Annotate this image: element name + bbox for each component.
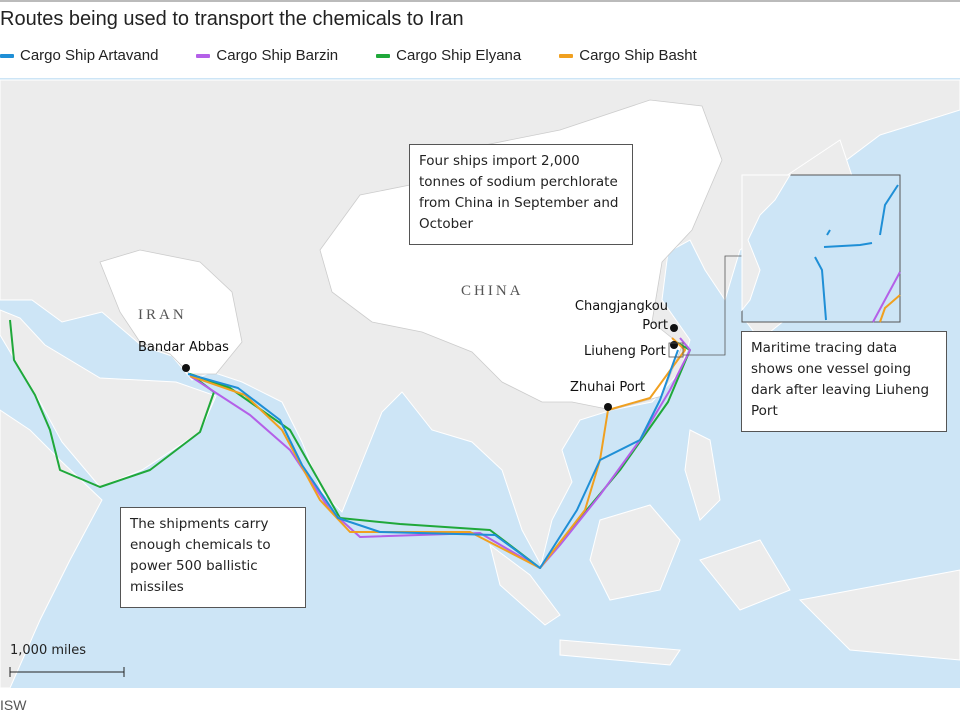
port-label-liuheng: Liuheng Port: [584, 344, 666, 359]
legend-swatch: [559, 53, 574, 58]
inset-route-basht: [879, 294, 901, 323]
land-africa: [0, 409, 103, 688]
inset-route: [826, 229, 831, 236]
port-label-changjiangkou: Changjangkou Port: [574, 299, 668, 333]
route-artavand: [187, 349, 679, 569]
legend: Cargo Ship Artavand Cargo Ship Barzin Ca…: [0, 47, 735, 64]
legend-swatch: [196, 53, 211, 58]
chart-title: Routes being used to transport the chemi…: [0, 8, 464, 30]
land-philippines: [684, 429, 721, 521]
country-label-iran: IRAN: [138, 307, 187, 323]
inset-route: [823, 242, 873, 248]
legend-item-barzin: Cargo Ship Barzin: [196, 47, 338, 64]
port-label-zhuhai: Zhuhai Port: [570, 380, 646, 395]
legend-swatch: [376, 53, 391, 58]
annotation-shipments: The shipments carry enough chemicals to …: [120, 507, 306, 608]
land-iran: [99, 249, 243, 375]
source-credit: ISW: [0, 697, 27, 713]
land-sumatra: [489, 543, 561, 626]
country-label-china: CHINA: [461, 283, 524, 299]
port-marker-bandar-abbas: [182, 364, 190, 372]
legend-item-artavand: Cargo Ship Artavand: [0, 47, 158, 64]
scale-label: 1,000 miles: [10, 643, 87, 658]
inset-map: [741, 174, 901, 323]
legend-item-elyana: Cargo Ship Elyana: [376, 47, 521, 64]
inset-route: [814, 256, 827, 321]
annotation-china: Four ships import 2,000 tonnes of sodium…: [409, 144, 633, 245]
land-borneo: [589, 504, 681, 601]
port-marker-changjiangkou: [670, 324, 678, 332]
port-marker-zhuhai: [604, 403, 612, 411]
land-indonesia-east: [559, 539, 960, 666]
legend-label: Cargo Ship Artavand: [20, 47, 159, 64]
legend-label: Cargo Ship Elyana: [396, 47, 522, 64]
inset-route: [879, 184, 899, 236]
scale-bar: [9, 667, 125, 677]
legend-label: Cargo Ship Basht: [579, 47, 697, 64]
inset-route-barzin: [872, 271, 901, 323]
legend-item-basht: Cargo Ship Basht: [559, 47, 697, 64]
inset-land: [741, 174, 791, 312]
port-label-bandar-abbas: Bandar Abbas: [138, 340, 229, 355]
legend-label: Cargo Ship Barzin: [216, 47, 339, 64]
top-rule: [0, 0, 960, 2]
inset-leader-line: [683, 255, 742, 356]
port-marker-liuheng: [670, 341, 678, 349]
inset-locator: [668, 342, 684, 358]
legend-swatch: [0, 53, 14, 58]
annotation-inset: Maritime tracing data shows one vessel g…: [741, 331, 947, 432]
